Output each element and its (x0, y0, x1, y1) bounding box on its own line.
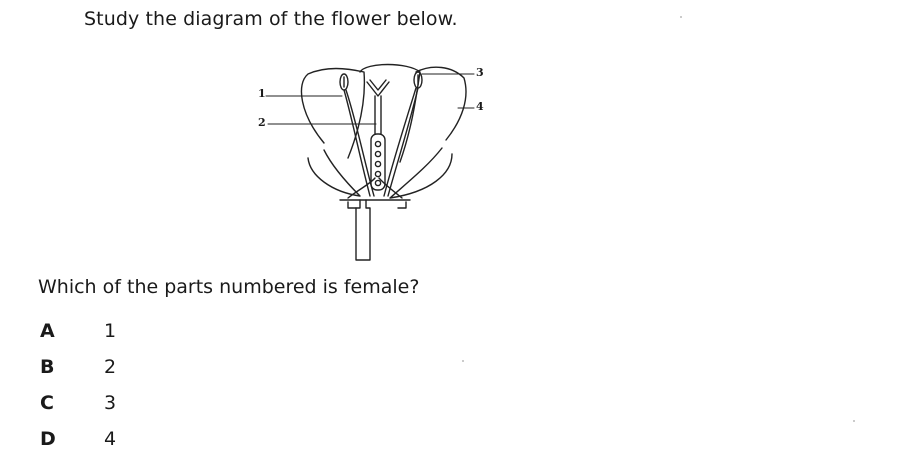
stamens (339, 71, 423, 197)
option-c-value: 3 (104, 392, 117, 414)
option-d[interactable]: D 4 (40, 421, 134, 457)
stalk (339, 199, 411, 261)
pistil (366, 79, 390, 191)
flower-diagram: 1 2 3 4 (248, 58, 498, 266)
scan-speck (462, 360, 464, 362)
answer-options: A 1 B 2 C 3 D 4 (40, 313, 134, 457)
instruction-text: Study the diagram of the flower below. (84, 8, 458, 30)
option-d-value: 4 (104, 428, 117, 450)
back-petals (300, 63, 467, 163)
option-c[interactable]: C 3 (40, 385, 134, 421)
front-petals (307, 147, 453, 199)
option-d-letter: D (40, 428, 56, 450)
option-b-value: 2 (104, 356, 117, 378)
label-2: 2 (258, 116, 266, 129)
label-lines (265, 73, 475, 125)
label-4: 4 (476, 100, 484, 113)
question-text: Which of the parts numbered is female? (38, 276, 420, 298)
option-b-letter: B (40, 356, 55, 378)
option-a-letter: A (40, 320, 55, 342)
option-c-letter: C (40, 392, 54, 414)
label-3: 3 (476, 66, 484, 79)
scan-speck (853, 420, 855, 422)
option-a-value: 1 (104, 320, 117, 342)
option-a[interactable]: A 1 (40, 313, 134, 349)
option-b[interactable]: B 2 (40, 349, 134, 385)
label-1: 1 (258, 87, 266, 100)
scan-speck (680, 16, 682, 18)
